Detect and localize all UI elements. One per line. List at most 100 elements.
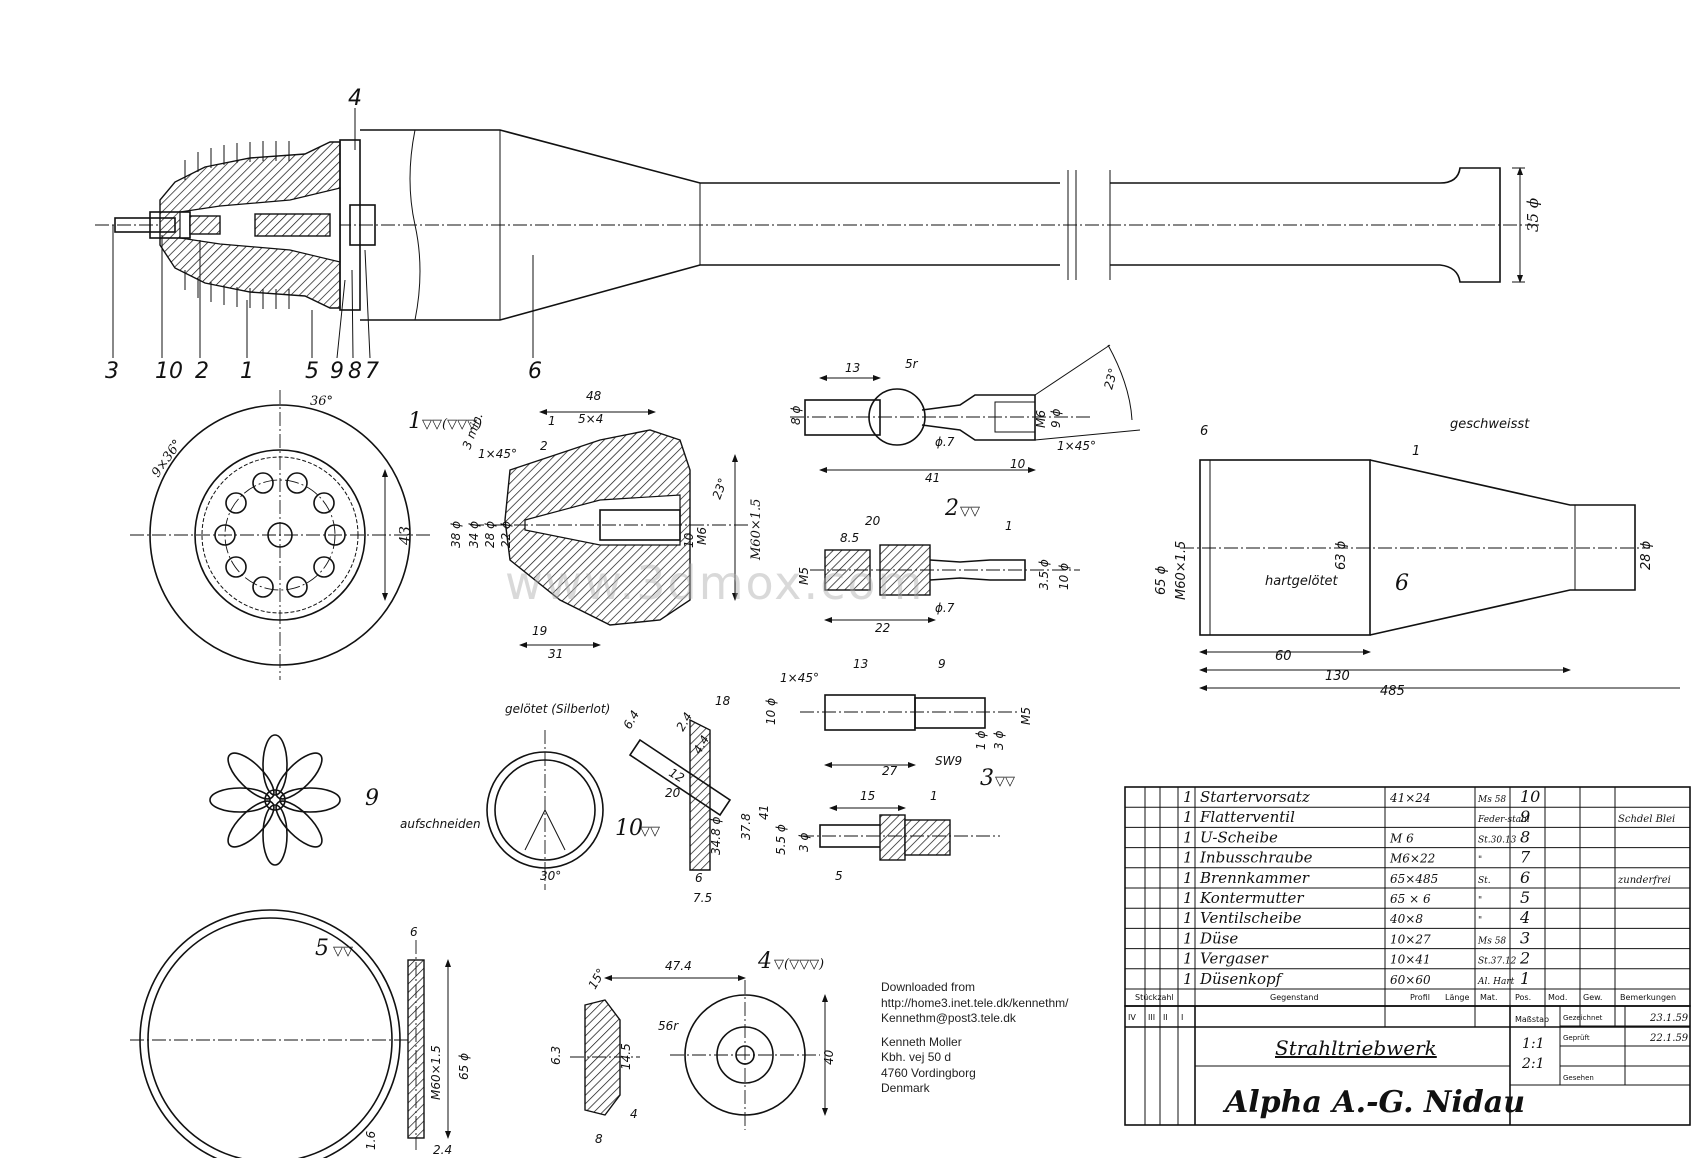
view-6-geschweisst: geschweisst [1450, 417, 1530, 432]
parts-header-4: Mat. [1480, 993, 1497, 1002]
top-d07: ϕ.7 [935, 435, 955, 449]
view-10-symbol: ▽▽ [640, 824, 660, 839]
view-5-len16: 1.6 [364, 1131, 378, 1150]
view-2-len22: 22 [875, 621, 890, 635]
view-4-len4: 4 [630, 1107, 638, 1121]
parts-row-1-name: Startervorsatz [1200, 788, 1310, 806]
drawing-title: Strahltriebwerk [1275, 1036, 1437, 1060]
parts-row-6-pos: 5 [1520, 888, 1530, 907]
title-block: Strahltriebwerk Alpha A.-G. Nidau Maßsta… [1124, 1005, 1691, 1126]
parts-row-2-material: Feder-stahl [1477, 815, 1530, 825]
view-1-symbol: ▽▽(▽▽▽) [422, 417, 482, 432]
parts-row-9-material: St.37.12 [1478, 957, 1517, 967]
view-3-d3b: 3 ϕ [797, 833, 811, 852]
view-10-len20: 20 [665, 786, 681, 800]
view-6-label: 6 [1395, 571, 1409, 596]
view-2-symbol: ▽▽ [960, 504, 980, 519]
callout-10: 10 [155, 359, 183, 384]
view-10-len6: 6 [695, 871, 703, 885]
view-1-len31: 31 [548, 647, 563, 661]
view-6-d63: 63 ϕ [1334, 540, 1349, 570]
view-9-intake-face: 43 36° 9×36° [130, 390, 430, 680]
parts-row-10-material: Al. Hart [1477, 977, 1515, 987]
view-9-angle36: 36° [310, 394, 333, 409]
roman-col-3: I [1181, 1013, 1183, 1022]
parts-row-3-pos: 8 [1520, 827, 1530, 846]
parts-row-3-material: St.30.13 [1478, 835, 1517, 845]
parts-row-3-qty: 1 [1183, 828, 1193, 846]
author-country: Denmark [881, 1081, 930, 1095]
gezeichnet-label: Gezeichnet [1563, 1014, 1603, 1022]
view-5-label: 5 [315, 936, 329, 961]
parts-row-7-qty: 1 [1183, 909, 1193, 927]
parts-row-8-name: Düse [1199, 929, 1238, 947]
view-1-len48: 48 [586, 389, 602, 403]
view-1-m6: M6 [695, 527, 709, 545]
top-angle: 23° [1101, 367, 1120, 391]
author-city: 4760 Vordingborg [881, 1065, 976, 1080]
view-1-d34: 34 ϕ [467, 521, 481, 548]
view-10-len18: 18 [715, 694, 731, 708]
author-name: Kenneth Moller [881, 1034, 962, 1049]
parts-row-10-qty: 1 [1183, 970, 1193, 988]
view-6-brennkammer: 6 geschweisst 1 hartgelötet 65 ϕ M60×1.5… [1154, 417, 1680, 699]
gesehen-label: Gesehen [1563, 1074, 1594, 1082]
view-10-d348: 34.8 ϕ [709, 816, 723, 855]
parts-row-5-material: St. [1478, 876, 1491, 886]
roman-col-1: III [1148, 1013, 1155, 1022]
view-4-ventilscheibe: 4 ▽(▽▽▽) 47.4 15° 56r 6.3 14.5 40 4 8 [549, 949, 836, 1146]
parts-row-8-material: Ms 58 [1477, 936, 1506, 946]
parts-row-5-size: 65×485 [1390, 872, 1438, 886]
parts-header-0: Stückzahl [1135, 993, 1174, 1002]
view-3-d1: 1 ϕ [974, 731, 988, 750]
view-1-angle: 23° [710, 476, 730, 501]
view-10-geloetet: gelötet (Silberlot) [505, 702, 610, 716]
view-1-d22: 22 ϕ [499, 521, 513, 548]
view-3-len9: 9 [938, 657, 946, 671]
parts-row-7-size: 40×8 [1389, 912, 1423, 926]
view-2-vergaser: 2 ▽▽ 20 8.5 22 1 M5 3.5 ϕ 10 ϕ ϕ.7 [797, 496, 1080, 635]
view-5-thread: M60×1.5 [429, 1045, 443, 1100]
view-10-startervorsatz: gelötet (Silberlot) aufschneiden 30° 18 … [400, 694, 771, 905]
parts-row-4-qty: 1 [1183, 849, 1193, 867]
view-9-flutter-valve: 9 [209, 734, 379, 866]
parts-row-2-name: Flatterventil [1199, 808, 1295, 826]
view-3-m5: M5 [1019, 707, 1033, 725]
parts-header-6: Mod. [1548, 993, 1567, 1002]
main-assembly-view: 35 ϕ 3 10 2 1 5 9 8 7 6 4 [95, 86, 1542, 384]
view-6-len485: 485 [1380, 684, 1405, 699]
view-2-len1: 1 [1005, 519, 1013, 533]
parts-row-2-remark: Schdel Blei [1618, 814, 1675, 825]
callout-5: 5 [305, 359, 319, 384]
parts-row-8-pos: 3 [1520, 928, 1530, 947]
parts-row-4-size: M6×22 [1389, 852, 1435, 866]
view-2-label: 2 [944, 496, 959, 521]
view-5-d65: 65 ϕ [457, 1053, 471, 1080]
view-3-len27: 27 [882, 764, 898, 778]
view-6-len130: 130 [1325, 669, 1350, 684]
geprueft-date: 22.1.59 [1649, 1033, 1689, 1044]
callout-1: 1 [240, 359, 254, 384]
view-2-d35: 3.5 ϕ [1037, 559, 1051, 590]
download-email[interactable]: Kennethm@post3.tele.dk [881, 1011, 1016, 1025]
view-1-head-section: 1 ▽▽(▽▽▽) M60×1.5 38 ϕ 34 ϕ 28 ϕ 22 ϕ 48… [408, 389, 764, 661]
top-chamfer: 1×45° [1057, 439, 1096, 453]
parts-row-7-name: Ventilscheibe [1200, 909, 1302, 927]
top-s5: 5r [905, 357, 919, 371]
parts-row-5-remark: zunderfrei [1617, 875, 1671, 886]
parts-header-1: Gegenstand [1270, 993, 1319, 1002]
view-1-len1: 1 [548, 414, 556, 428]
view-4-len8: 8 [595, 1132, 603, 1146]
roman-col-0: IV [1128, 1013, 1136, 1022]
parts-row-1-qty: 1 [1183, 788, 1193, 806]
parts-row-8-qty: 1 [1183, 929, 1193, 947]
parts-row-8-size: 10×27 [1390, 932, 1431, 946]
view-4-len474: 47.4 [665, 959, 692, 973]
view-1-d38: 38 ϕ [449, 521, 463, 548]
view-3-len13: 13 [853, 657, 868, 671]
parts-header-7: Gew. [1583, 993, 1602, 1002]
parts-row-10-name: Düsenkopf [1199, 970, 1284, 988]
parts-row-2-pos: 9 [1520, 807, 1530, 826]
download-url[interactable]: http://home3.inet.tele.dk/kennethm/ [881, 995, 1069, 1010]
view-6-len6: 6 [1200, 424, 1208, 439]
